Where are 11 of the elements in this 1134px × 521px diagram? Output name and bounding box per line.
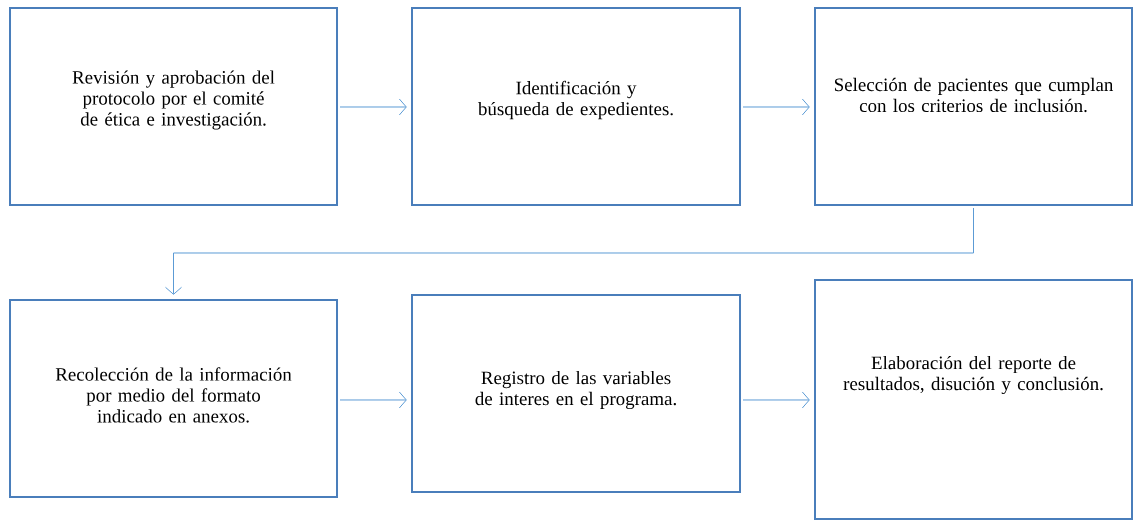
- process-box: Selección de pacientes que cumplan con los criterios de inclusión.: [814, 7, 1133, 206]
- process-box: Identificación y búsqueda de expedientes.: [411, 7, 741, 206]
- arrow: [742, 98, 810, 116]
- process-box: Registro de las variables de interes en el programa.: [411, 294, 741, 493]
- arrow: [742, 391, 810, 409]
- process-box: Recolección de la información por medio del formato indicado en anexos.: [9, 299, 338, 498]
- arrow: [339, 98, 407, 116]
- process-box: Elaboración del reporte de resultados, disución y conclusión.: [814, 279, 1133, 520]
- arrow: [165, 207, 974, 295]
- process-box: Revisión y aprobación del protocolo por el comité de ética e investigación.: [9, 7, 338, 206]
- arrow: [339, 391, 407, 409]
